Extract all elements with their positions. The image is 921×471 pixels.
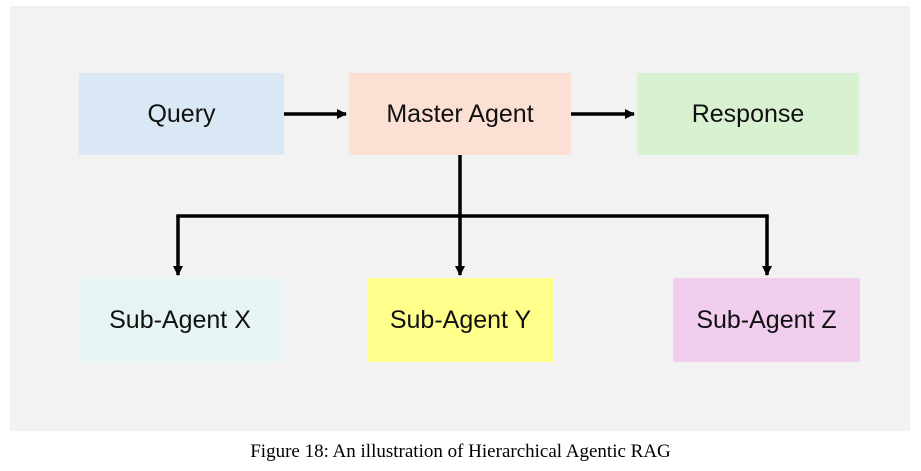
sub-agent-z-node: Sub-Agent Z	[673, 278, 860, 362]
sub-agent-y-node-label: Sub-Agent Y	[389, 305, 532, 334]
master-agent-node: Master Agent	[349, 73, 571, 155]
sub-agent-x-node-label: Sub-Agent X	[109, 305, 251, 334]
query-node-label: Query	[147, 99, 216, 128]
sub-agent-x-node: Sub-Agent X	[79, 278, 281, 362]
diagram-canvas: Query Master Agent Response Sub-Agent X …	[10, 6, 910, 431]
master-agent-node-label: Master Agent	[386, 99, 534, 128]
response-node: Response	[637, 73, 859, 155]
sub-agent-y-node: Sub-Agent Y	[367, 278, 554, 362]
figure-caption: Figure 18: An illustration of Hierarchic…	[250, 441, 671, 462]
response-node-label: Response	[691, 99, 805, 128]
diagram-edges	[173, 109, 772, 276]
sub-agent-z-node-label: Sub-Agent Z	[696, 305, 837, 334]
query-node: Query	[79, 73, 284, 155]
